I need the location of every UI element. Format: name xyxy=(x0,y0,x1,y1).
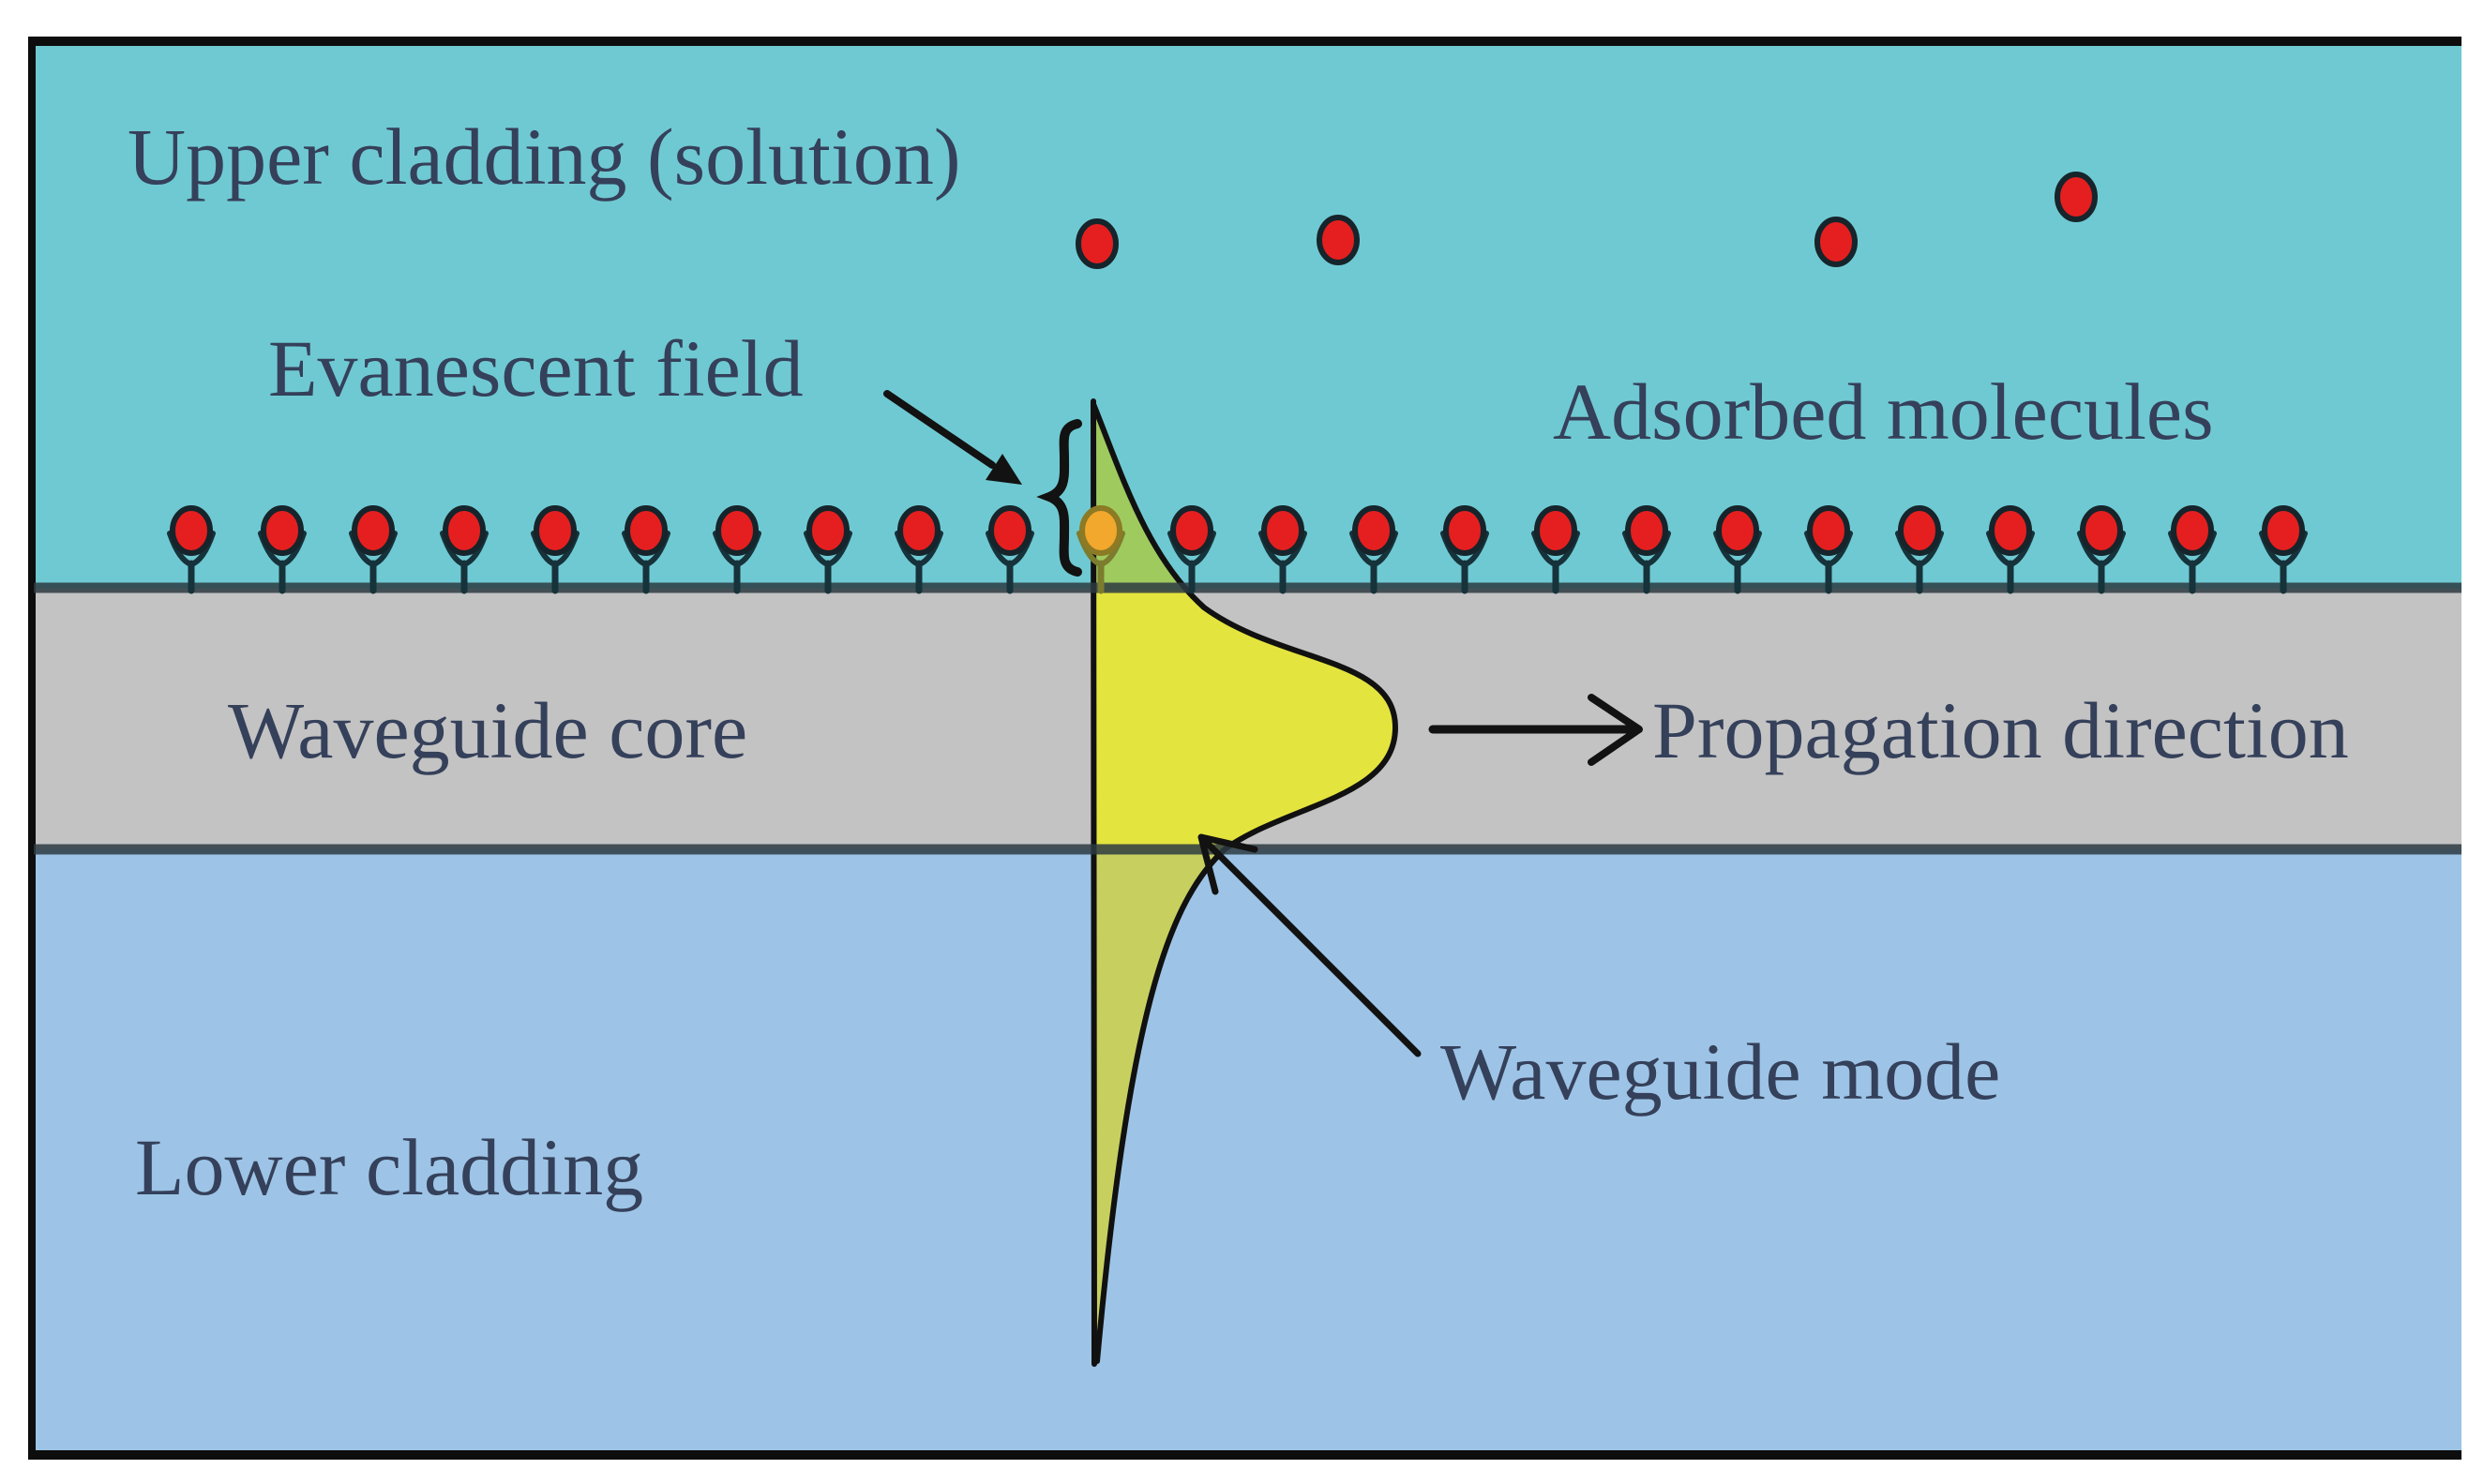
molecule-ball xyxy=(170,505,213,556)
adsorbed-molecule xyxy=(986,505,1034,594)
lower-cladding-region xyxy=(34,849,2461,1455)
molecule-ball xyxy=(1716,505,1759,556)
upper-cladding-label: Upper cladding (solution) xyxy=(128,112,960,202)
adsorbed-molecule xyxy=(1349,505,1398,594)
evanescent-field-label: Evanescent field xyxy=(268,323,804,413)
adsorbed-molecule xyxy=(2168,505,2217,594)
adsorbed-molecule xyxy=(2077,505,2126,594)
adsorbed-molecule xyxy=(1440,505,1489,594)
evanescent-field-brace xyxy=(1036,419,1082,577)
free-molecule xyxy=(1076,218,1119,269)
molecule-ball xyxy=(443,505,486,556)
adsorbed-molecules-label: Adsorbed molecules xyxy=(1553,367,2214,457)
free-molecules-group xyxy=(1076,172,2098,269)
propagation-arrow-head xyxy=(1588,694,1643,766)
waveguide-core-label: Waveguide core xyxy=(228,685,747,775)
adsorbed-molecule xyxy=(1531,505,1580,594)
molecule-ball xyxy=(534,505,577,556)
molecule-ball xyxy=(1898,505,1941,556)
adsorbed-molecule xyxy=(440,505,489,594)
lower-cladding-label: Lower cladding xyxy=(135,1122,643,1212)
mode-fill-core xyxy=(1093,591,1395,851)
propagation-direction-label: Propagation direction xyxy=(1652,685,2349,775)
adsorbed-molecule xyxy=(349,505,398,594)
adsorbed-molecule xyxy=(2259,505,2308,594)
molecule-ball xyxy=(988,505,1031,556)
mode-fill-evanescent-lower xyxy=(1093,851,1223,1361)
adsorbed-molecule xyxy=(713,505,761,594)
molecule-ball xyxy=(2171,505,2214,556)
molecule-ball xyxy=(1989,505,2032,556)
adsorbed-molecules-row xyxy=(167,505,2308,594)
waveguide-mode-arrow-shaft xyxy=(1202,838,1422,1057)
upper-cladding-region xyxy=(34,43,2461,589)
adsorbed-molecule xyxy=(622,505,670,594)
molecule-ball xyxy=(1625,505,1668,556)
adsorbed-molecule xyxy=(1167,505,1216,594)
molecule-ball xyxy=(1807,505,1850,556)
waveguide-mode-label: Waveguide mode xyxy=(1440,1027,2000,1117)
propagation-arrow xyxy=(1428,694,1643,766)
adsorbed-molecule xyxy=(1895,505,1944,594)
molecule-ball xyxy=(897,505,941,556)
molecule-ball xyxy=(806,505,850,556)
adsorbed-molecule xyxy=(531,505,580,594)
molecule-ball xyxy=(261,505,304,556)
adsorbed-molecule xyxy=(167,505,216,594)
molecule-ball xyxy=(625,505,668,556)
free-molecule xyxy=(2055,172,2098,222)
free-molecule xyxy=(1317,215,1360,265)
adsorbed-molecule xyxy=(1804,505,1853,594)
free-molecule xyxy=(1814,217,1858,267)
adsorbed-molecule xyxy=(1986,505,2035,594)
molecule-ball xyxy=(715,505,759,556)
molecule-ball xyxy=(1534,505,1577,556)
adsorbed-molecule xyxy=(1713,505,1762,594)
molecule-ball xyxy=(2080,505,2123,556)
evanescent-arrow-shaft xyxy=(883,390,996,469)
molecule-ball xyxy=(2262,505,2305,556)
adsorbed-molecule xyxy=(895,505,943,594)
waveguide-mode-arrow xyxy=(1197,833,1422,1057)
adsorbed-molecule xyxy=(804,505,852,594)
molecule-ball xyxy=(1170,505,1213,556)
mode-curve-outline xyxy=(1091,401,1399,1364)
adsorbed-molecule xyxy=(1258,505,1307,594)
molecule-ball xyxy=(352,505,395,556)
molecule-ball-orange xyxy=(1079,505,1122,556)
adsorbed-molecule-orange xyxy=(1076,505,1125,594)
adsorbed-molecule xyxy=(1622,505,1671,594)
evanescent-field-arrow xyxy=(883,390,1022,485)
molecule-ball xyxy=(1352,505,1395,556)
adsorbed-molecule xyxy=(258,505,307,594)
molecule-ball xyxy=(1261,505,1304,556)
molecule-ball xyxy=(1443,505,1486,556)
waveguide-mode-arrow-head xyxy=(1197,833,1258,895)
evanescent-arrow-head xyxy=(986,454,1022,485)
